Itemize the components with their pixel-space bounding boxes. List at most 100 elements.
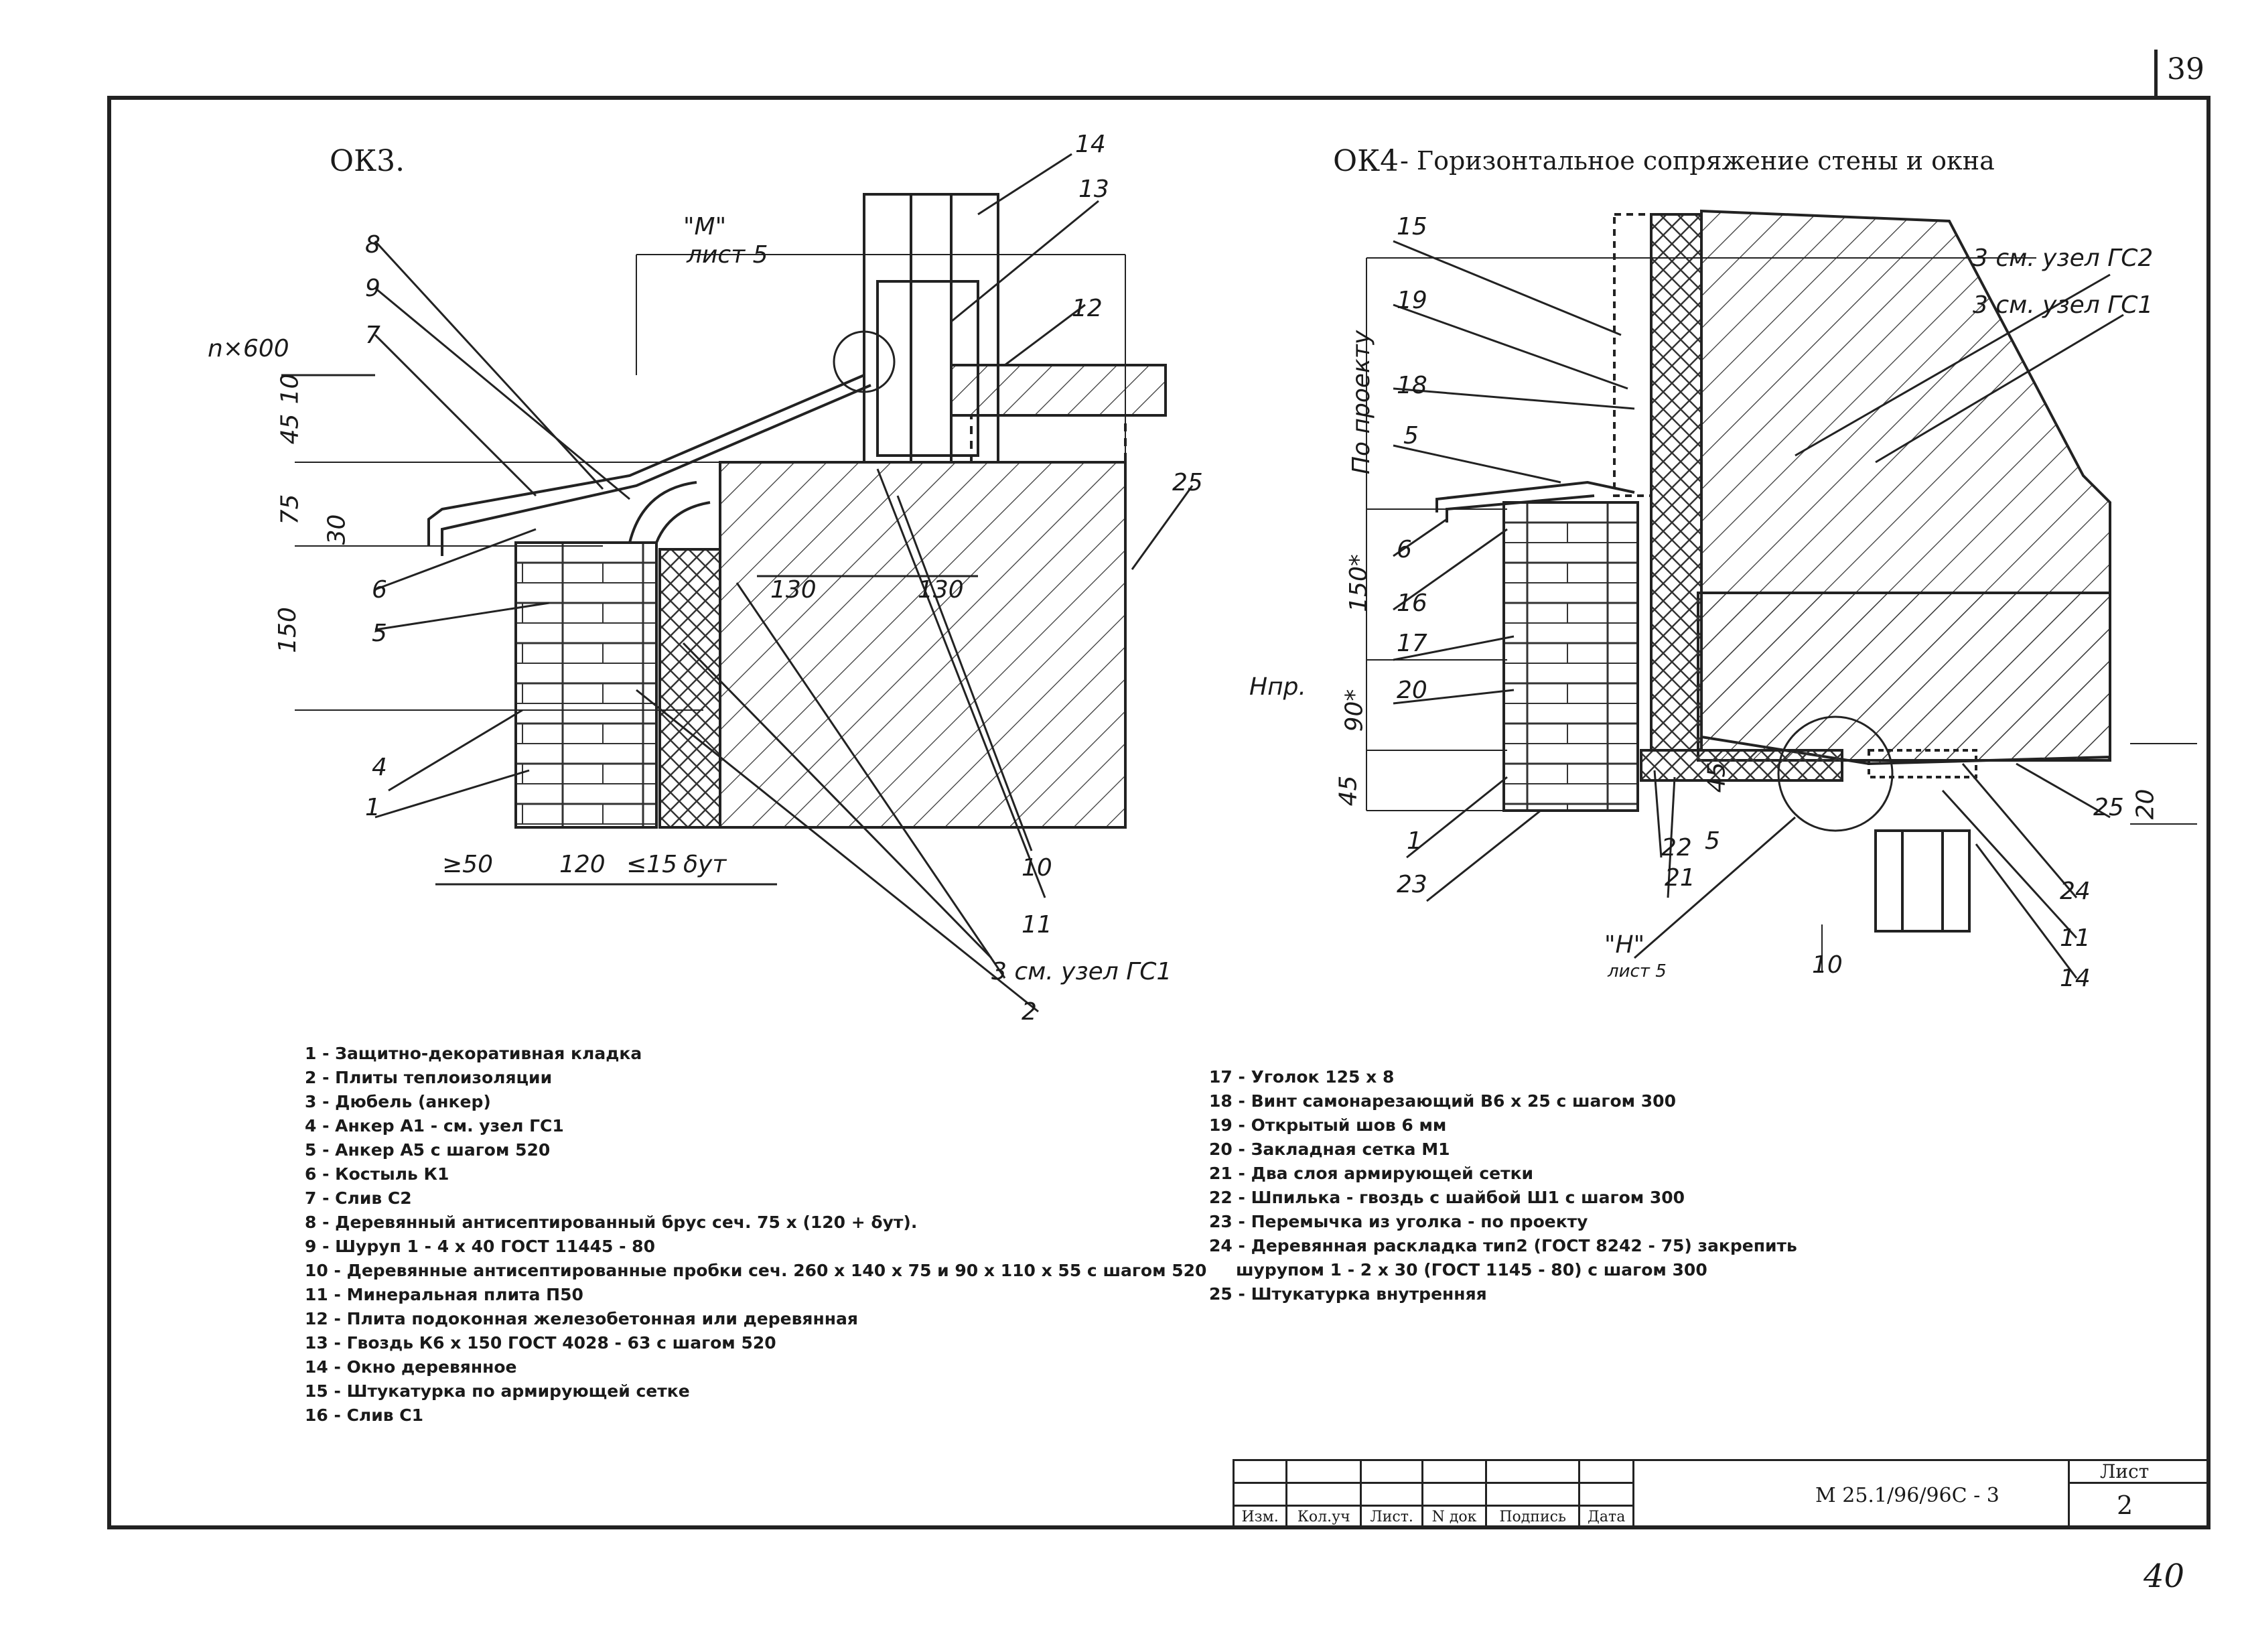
ok3-marker-11: 11 (1022, 911, 1052, 939)
ok4-title: ОК4 (1333, 144, 1399, 178)
ok3-dim-10: 10 (276, 373, 304, 405)
legend-item: 16 - Слив С1 (305, 1405, 424, 1425)
ok4-marker-20: 20 (1397, 677, 1427, 704)
ok3-dim-75: 75 (276, 494, 304, 525)
ok3-dim-15: ≤15 (626, 851, 677, 878)
legend-item: 24 - Деревянная раскладка тип2 (ГОСТ 824… (1209, 1236, 1797, 1255)
tb-header: Подпись (1484, 1505, 1581, 1529)
legend-item: 2 - Плиты теплоизоляции (305, 1068, 553, 1087)
ok4-marker-16: 16 (1397, 590, 1427, 617)
ok4-marker-15: 15 (1397, 213, 1427, 240)
ok4-dim-45b: 45 (1703, 762, 1731, 793)
ok4-dim-10: 10 (1812, 951, 1843, 979)
ok3-dim-130a: 130 (770, 576, 817, 604)
tb-header: Кол.уч (1285, 1505, 1362, 1529)
legend-item: 15 - Штукатурка по армирующей сетке (305, 1381, 690, 1401)
legend-item: 11 - Минеральная плита П50 (305, 1285, 583, 1304)
ok3-spacing-label: n×600 (208, 335, 289, 362)
ok4-h-label: Hпр. (1249, 673, 1306, 701)
legend-item: 12 - Плита подоконная железобетонная или… (305, 1309, 858, 1328)
ok4-marker-24: 24 (2060, 878, 2091, 905)
title-block-sheet-cell (2070, 1459, 2210, 1527)
ok4-callout-gc1: 3 см. узел ГС1 (1973, 291, 2154, 319)
title-block-revisions: Изм. Кол.уч Лист. N док Подпись Дата (1232, 1459, 1634, 1529)
drawing-frame (107, 96, 2210, 1529)
ok3-marker-6: 6 (372, 576, 387, 604)
ok4-dim-5: 5 (1705, 827, 1720, 855)
ok4-callout-h-sheet: лист 5 (1608, 961, 1667, 981)
ok3-marker-4: 4 (372, 754, 387, 781)
ok4-marker-23-left: 23 (1397, 871, 1427, 898)
ok3-dim-30: 30 (323, 514, 351, 545)
legend-item: 8 - Деревянный антисептированный брус се… (305, 1213, 918, 1232)
tb-header: Лист. (1360, 1505, 1424, 1529)
legend-item: 25 - Штукатурка внутренняя (1209, 1284, 1487, 1304)
doc-code: М 25.1/96/96С - 3 (1815, 1484, 1999, 1507)
ok3-marker-10: 10 (1022, 854, 1052, 882)
ok4-marker-5: 5 (1403, 422, 1419, 450)
tb-header: Дата (1578, 1505, 1634, 1529)
legend-item: 3 - Дюбель (анкер) (305, 1092, 491, 1111)
legend-item: 4 - Анкер А1 - см. узел ГС1 (305, 1116, 564, 1135)
legend-item: 5 - Анкер А5 с шагом 520 (305, 1140, 551, 1160)
ok3-marker-5: 5 (372, 620, 387, 647)
ok4-vertical-label: По проекту (1348, 330, 1376, 475)
ok4-marker-21: 21 (1665, 864, 1695, 892)
ok3-dim-45: 45 (276, 413, 304, 445)
ok3-callout-m: "М" (683, 213, 727, 240)
ok3-drawing (281, 153, 1194, 1013)
ok3-marker-13: 13 (1078, 176, 1109, 203)
ok4-dim-20: 20 (2131, 788, 2160, 820)
legend-item: 7 - Слив С2 (305, 1188, 412, 1208)
legend-item: 9 - Шуруп 1 - 4 х 40 ГОСТ 11445 - 80 (305, 1237, 655, 1256)
legend-item: 20 - Закладная сетка М1 (1209, 1140, 1450, 1159)
legend-item: 1 - Защитно-декоративная кладка (305, 1044, 642, 1063)
ok4-marker-6: 6 (1397, 536, 1412, 563)
legend-item: 14 - Окно деревянное (305, 1357, 517, 1377)
tb-header: N док (1421, 1505, 1487, 1529)
ok4-marker-11: 11 (2060, 924, 2091, 952)
title-block-sheet-divider (2070, 1482, 2210, 1484)
ok4-subtitle: - Горизонтальное сопряжение стены и окна (1400, 146, 1995, 176)
legend-item: 22 - Шпилька - гвоздь с шайбой Ш1 с шаго… (1209, 1188, 1685, 1207)
sheet-label: Лист (2100, 1460, 2150, 1483)
ok4-marker-19: 19 (1397, 287, 1427, 314)
legend-item: 21 - Два слоя армирующей сетки (1209, 1164, 1534, 1183)
ok4-callout-gc2: 3 см. узел ГС2 (1973, 245, 2154, 272)
legend-item: шурупом 1 - 2 х 30 (ГОСТ 1145 - 80) с ша… (1236, 1260, 1707, 1280)
ok3-title: ОК3. (330, 144, 405, 178)
title-block-code-cell (1634, 1459, 2070, 1527)
ok4-marker-1: 1 (1407, 827, 1422, 855)
ok3-marker-8: 8 (365, 231, 380, 259)
legend-item: 17 - Уголок 125 х 8 (1209, 1067, 1395, 1087)
legend-item: 18 - Винт самонарезающий В6 х 25 с шагом… (1209, 1091, 1676, 1111)
ok3-dim-150: 150 (273, 607, 301, 653)
tb-header: Изм. (1232, 1505, 1288, 1529)
ok3-marker-25: 25 (1172, 469, 1203, 496)
sheet-value: 2 (2117, 1491, 2133, 1520)
ok4-dim-150: 150* (1344, 554, 1373, 612)
ok3-marker-2: 2 (1022, 998, 1037, 1026)
ok3-dim-130b: 130 (918, 576, 964, 604)
ok4-drawing (1366, 209, 2197, 979)
ok4-dim-45: 45 (1334, 775, 1362, 807)
legend-item: 23 - Перемычка из уголка - по проекту (1209, 1212, 1588, 1231)
ok4-dim-90: 90* (1340, 689, 1368, 732)
ok3-callout-3-gc1: 3 см. узел ГС1 (991, 958, 1172, 985)
ok3-dim-dut: δут (683, 851, 727, 878)
legend-item: 10 - Деревянные антисептированные пробки… (305, 1261, 1207, 1280)
ok3-marker-7: 7 (365, 322, 380, 349)
ok3-dim-50: ≥50 (442, 851, 493, 878)
legend-item: 13 - Гвоздь К6 х 150 ГОСТ 4028 - 63 с ша… (305, 1333, 776, 1353)
corner-sheet-number: 39 (2154, 50, 2214, 96)
ok3-callout-m-sheet: лист 5 (687, 241, 768, 269)
ok3-marker-9: 9 (365, 275, 380, 302)
ok4-marker-25: 25 (2093, 794, 2124, 821)
ok4-marker-14: 14 (2060, 965, 2091, 992)
legend-item: 19 - Открытый шов 6 мм (1209, 1115, 1447, 1135)
ok4-marker-22: 22 (1661, 834, 1692, 862)
ok3-marker-1: 1 (365, 794, 380, 821)
ok3-dim-120: 120 (559, 851, 606, 878)
ok4-marker-18: 18 (1397, 372, 1427, 399)
legend-left: 1 - Защитно-декоративная кладка 2 - Плит… (305, 1042, 1206, 1428)
